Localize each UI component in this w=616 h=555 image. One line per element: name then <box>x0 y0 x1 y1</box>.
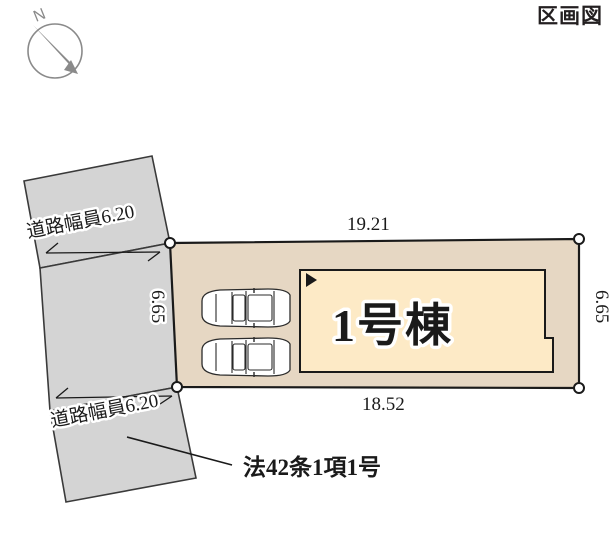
road-leader-upper-tick-b <box>147 251 161 262</box>
lot-corner-node-ne <box>573 233 585 245</box>
parking-car-2 <box>201 337 291 377</box>
car-window-front <box>232 294 246 322</box>
road-leader-upper-tick-a <box>45 242 59 254</box>
dimension-bottom-label: 18.52 <box>362 394 405 415</box>
building-label: 1号棟 <box>332 300 453 351</box>
compass-rose-icon: N <box>27 6 83 79</box>
legend-label: 法42条1項1号 <box>243 454 381 480</box>
car-window-front <box>232 343 246 371</box>
dimension-left-label: 6.65 <box>147 290 168 323</box>
page-title: 区画図 <box>537 5 603 28</box>
road-leader-upper <box>45 251 161 254</box>
entrance-marker-icon <box>306 273 317 287</box>
road-segment-middle <box>39 242 178 412</box>
car-window-rear <box>247 294 273 322</box>
lot-corner-node-sw <box>171 381 183 393</box>
parking-car-1 <box>201 288 291 328</box>
compass-needle-head <box>64 60 78 74</box>
road-leader-lower-tick-b <box>159 395 173 405</box>
building-footprint <box>299 269 554 373</box>
road-leader-lower-tick-a <box>55 387 69 399</box>
lot-corner-node-se <box>573 382 585 394</box>
road-segment-lower <box>49 386 197 503</box>
car-window-rear <box>247 343 273 371</box>
dimension-top-label: 19.21 <box>347 214 390 235</box>
compass-needle-shaft <box>33 25 78 74</box>
lot-corner-node-nw <box>164 237 176 249</box>
dimension-right-label: 6.65 <box>591 290 612 323</box>
road-leader-lower <box>55 395 173 399</box>
compass-circle <box>27 23 83 79</box>
legend-leader-line <box>126 436 233 466</box>
